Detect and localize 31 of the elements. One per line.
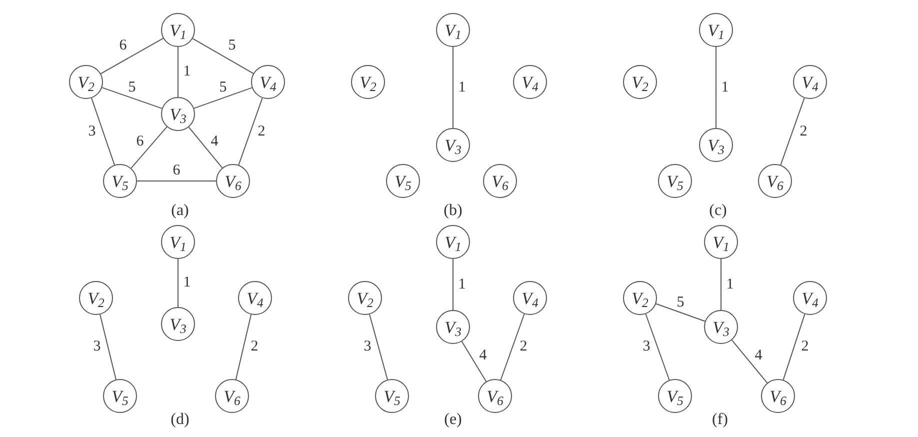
edge-line	[452, 258, 454, 310]
edge-line	[645, 314, 670, 380]
edge-line	[369, 314, 388, 380]
edge-line	[780, 98, 805, 166]
edge-label: 3	[87, 124, 97, 139]
edge-line	[102, 87, 162, 109]
edge-line	[100, 38, 164, 74]
edge-line	[461, 341, 487, 382]
panel-caption: (d)	[170, 412, 190, 428]
edge-label: 6	[135, 134, 145, 149]
edge-line	[782, 314, 806, 380]
edge-line	[238, 98, 263, 166]
edge-line	[192, 38, 254, 74]
edge-line	[452, 46, 454, 128]
edge-line	[130, 126, 168, 169]
panel-caption: (b)	[444, 203, 462, 219]
panel-caption: (c)	[709, 203, 727, 219]
edge-line	[500, 314, 525, 380]
edge-line	[194, 87, 252, 109]
edge-line	[100, 314, 116, 380]
panel-caption: (e)	[444, 412, 462, 428]
edge-line	[136, 180, 216, 182]
edge-line	[656, 303, 706, 322]
edge-line	[731, 340, 768, 384]
edge-line	[720, 258, 722, 310]
edge-line	[188, 126, 223, 168]
panel-caption: (f)	[712, 412, 728, 428]
panel-caption: (a)	[171, 203, 189, 219]
edge-label: 5	[676, 295, 686, 310]
edge-line	[91, 98, 115, 166]
edge-line	[235, 314, 252, 380]
